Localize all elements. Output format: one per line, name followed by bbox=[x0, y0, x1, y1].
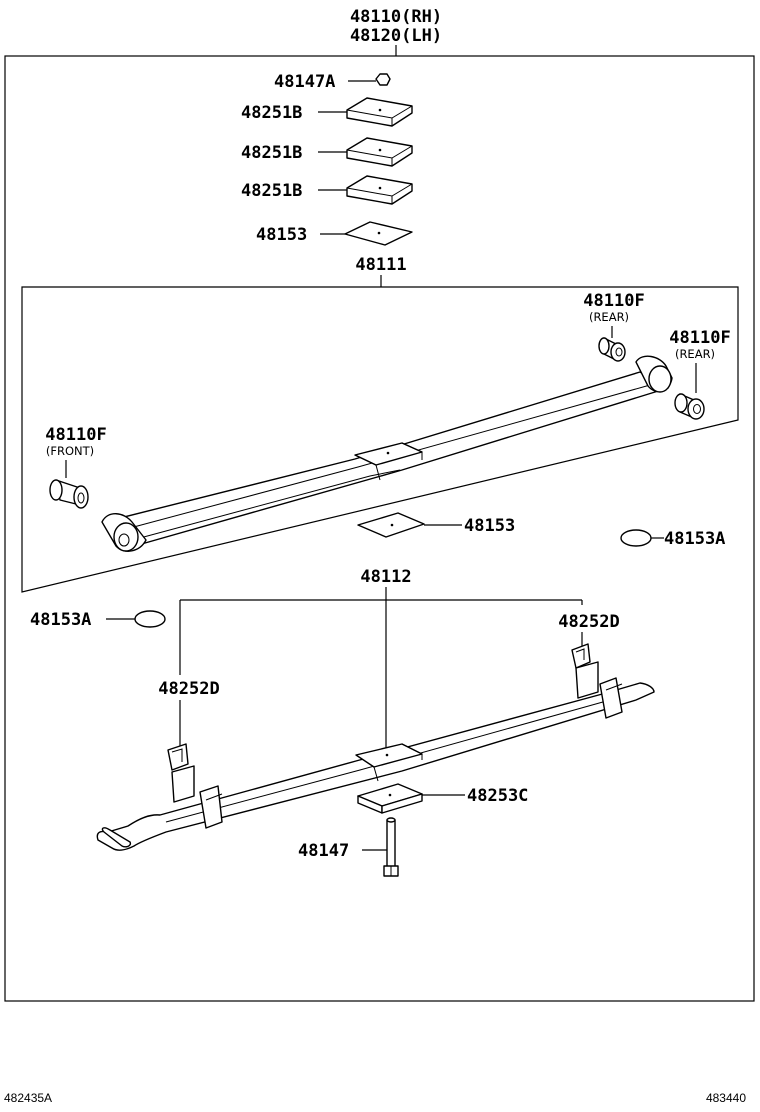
label-48251b-3: 48251B bbox=[241, 181, 302, 201]
label-48111: 48111 bbox=[355, 255, 406, 275]
note-front: (FRONT) bbox=[46, 444, 94, 458]
part-number-48120-lh: 48120(LH) bbox=[350, 26, 442, 46]
label-48153-mid: 48153 bbox=[464, 516, 515, 536]
leader-48112-bracket bbox=[179, 587, 583, 748]
label-48251b-1: 48251B bbox=[241, 103, 302, 123]
plate-48251b-2 bbox=[346, 137, 413, 167]
label-48253c: 48253C bbox=[467, 786, 528, 806]
label-48252d-right: 48252D bbox=[558, 612, 619, 632]
disc-48153a-left bbox=[134, 610, 166, 628]
label-48110f-front: 48110F bbox=[45, 425, 106, 445]
clip-48252d-right bbox=[571, 643, 591, 669]
outer-frame bbox=[4, 55, 755, 1002]
footer-left-code: 482435A bbox=[4, 1091, 52, 1105]
note-rear-1: (REAR) bbox=[589, 310, 629, 324]
plate-48251b-1 bbox=[346, 97, 413, 127]
label-48251b-2: 48251B bbox=[241, 143, 302, 163]
clip-48252d-left bbox=[167, 743, 189, 771]
nut-48147a bbox=[375, 73, 391, 86]
label-48153-top: 48153 bbox=[256, 225, 307, 245]
bushing-48110f-front bbox=[49, 479, 89, 509]
label-48147: 48147 bbox=[298, 841, 349, 861]
label-48153a-right: 48153A bbox=[664, 529, 725, 549]
bolt-48147 bbox=[383, 817, 399, 877]
part-number-48110-rh: 48110(RH) bbox=[350, 7, 442, 27]
bushing-48110f-rear-2 bbox=[674, 393, 705, 420]
label-48110f-rear-2: 48110F bbox=[669, 328, 730, 348]
label-48147a: 48147A bbox=[274, 72, 335, 92]
plate-48253c bbox=[357, 783, 423, 814]
main-spring-subframe bbox=[21, 286, 739, 593]
plate-48251b-3 bbox=[346, 175, 413, 205]
disc-48153a-right bbox=[620, 529, 652, 547]
bushing-48110f-rear-1 bbox=[598, 337, 626, 362]
leaf-spring-48111 bbox=[101, 355, 673, 552]
label-48112: 48112 bbox=[360, 567, 411, 587]
leaf-spring-48112 bbox=[96, 682, 655, 851]
clip-band-right bbox=[575, 661, 623, 719]
pad-48153-mid bbox=[357, 512, 425, 538]
note-rear-2: (REAR) bbox=[675, 347, 715, 361]
footer-right-code: 483440 bbox=[706, 1091, 746, 1105]
clip-band-left bbox=[171, 765, 223, 829]
label-48153a-left: 48153A bbox=[30, 610, 91, 630]
pad-48153-top bbox=[344, 221, 413, 246]
label-48252d-left: 48252D bbox=[158, 679, 219, 699]
label-48110f-rear-1: 48110F bbox=[583, 291, 644, 311]
